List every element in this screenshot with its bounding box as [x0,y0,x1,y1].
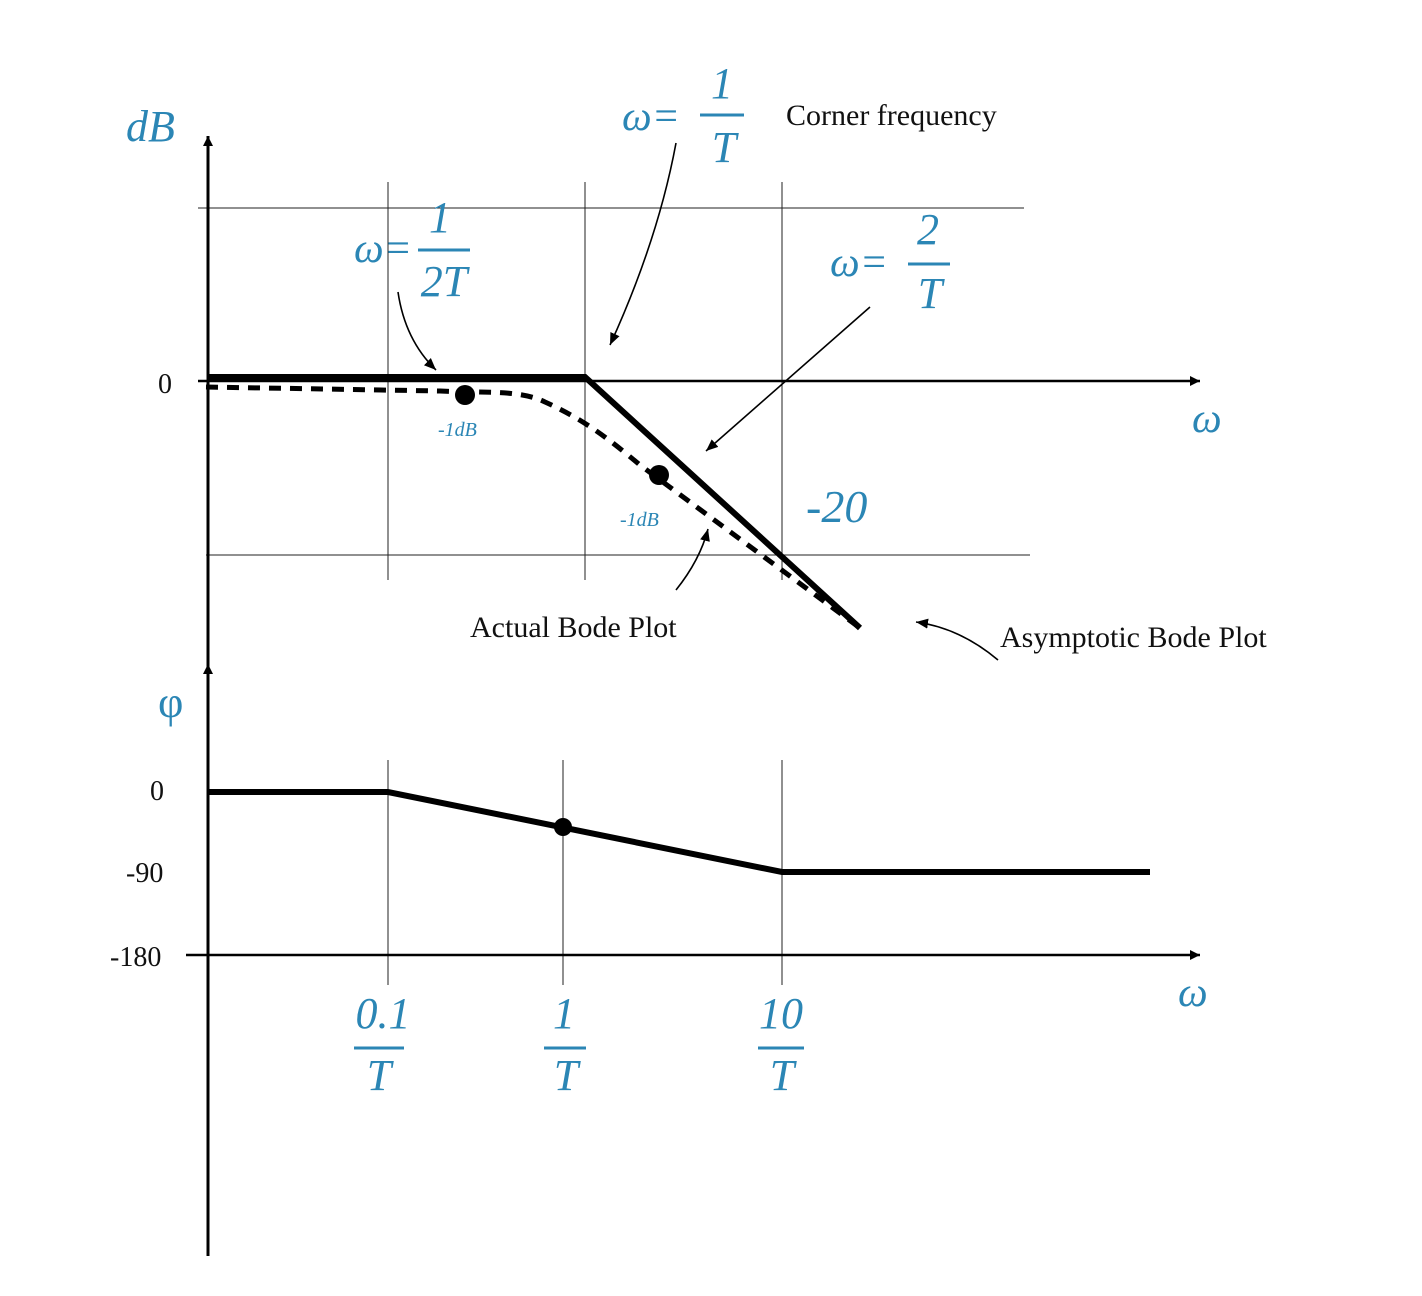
omega-double-num: 2 [917,205,939,254]
omega-half-den: 2T [421,257,471,306]
phase-midpoint [554,818,572,836]
omega-corner-num: 1 [711,59,733,108]
freq-tick-2-den: T [770,1051,798,1100]
freq-tick-1-den: T [554,1051,582,1100]
arrow-double-frequency [705,306,871,452]
arrow-corner-frequency [609,142,677,346]
asymptotic-bode-line [208,374,863,631]
minus-1db-label-2: -1dB [620,509,659,531]
omega-half-prefix: ω= [354,226,412,272]
phase-asymptotic-line [208,789,1150,875]
minus-1db-point-1 [455,385,475,405]
freq-tick-0-1-over-t: 0.1 T [354,989,411,1100]
arrow-half-frequency [397,291,437,371]
omega-half-num: 1 [429,193,451,242]
freq-tick-2-num: 10 [759,989,803,1038]
freq-tick-0-num: 0.1 [356,989,411,1038]
omega-corner-prefix: ω= [622,94,680,140]
asymptotic-bode-text: Asymptotic Bode Plot [1000,621,1267,654]
omega-double-label: ω= 2 T [830,205,950,318]
db-axis-label: dB [126,102,175,151]
phase-axis-label: φ [158,678,183,727]
phase-tick-minus-180: -180 [110,942,161,973]
omega-corner-label: ω= 1 T [622,59,744,172]
mag-zero-label: 0 [158,369,172,400]
freq-tick-10-over-t: 10 T [758,989,804,1100]
freq-tick-1-num: 1 [553,989,575,1038]
phase-omega-label: ω [1178,970,1208,1016]
corner-frequency-text: Corner frequency [786,99,997,132]
arrow-asymptotic-bode [915,618,999,661]
phase-tick-0: 0 [150,776,164,807]
minus-1db-point-2 [649,465,669,485]
actual-bode-text: Actual Bode Plot [470,611,677,644]
mag-omega-label: ω [1192,396,1222,442]
freq-tick-1-over-t: 1 T [544,989,586,1100]
slope-label: -20 [806,481,867,532]
omega-half-label: ω= 1 2T [354,193,471,306]
omega-double-prefix: ω= [830,240,888,286]
minus-1db-label-1: -1dB [438,419,477,441]
phase-tick-minus-90: -90 [126,858,163,889]
omega-corner-den: T [712,123,740,172]
actual-bode-curve [205,384,862,631]
arrow-actual-bode [675,528,710,591]
freq-tick-0-den: T [367,1051,395,1100]
omega-double-den: T [918,269,946,318]
